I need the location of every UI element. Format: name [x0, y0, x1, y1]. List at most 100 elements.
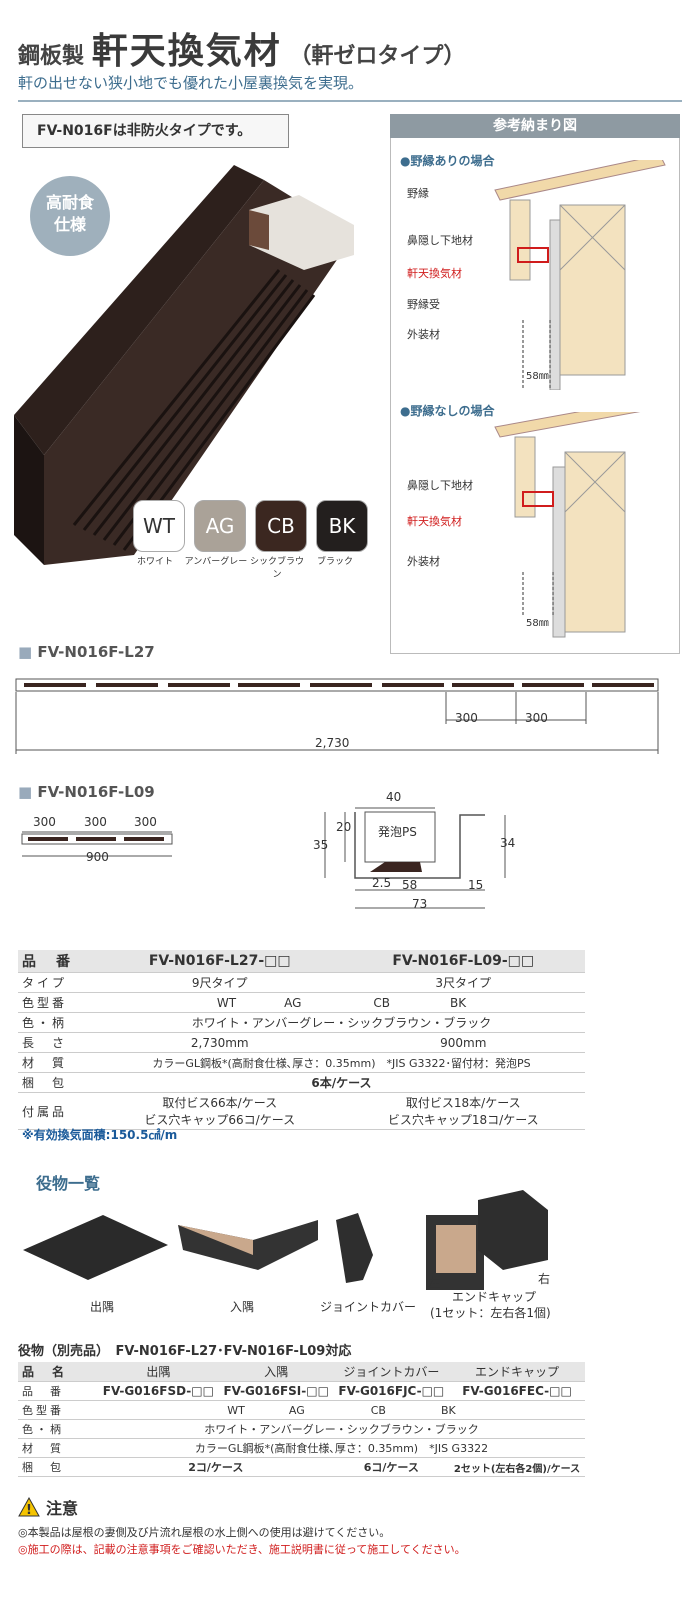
- case1-label-gaiso: 外装材: [407, 328, 440, 341]
- reference-diagram-panel: [390, 114, 680, 654]
- swatch-cb-chip: CB: [255, 500, 307, 552]
- page-subtitle: 軒の出せない狭小地でも優れた小屋裏換気を実現。: [18, 74, 364, 92]
- parts-value: カラーGL鋼板*(高耐食仕様､厚さ：0.35mm) *JIS G3322: [98, 1438, 585, 1458]
- parts-header-names: 品 名 出隅 入隅 ジョイントカバー エンドキャップ: [18, 1362, 585, 1382]
- svg-text:!: !: [26, 1503, 32, 1517]
- parts-header-key: 品 名: [18, 1362, 98, 1382]
- part-label-left: 左: [428, 1276, 441, 1290]
- parts-color-name-row: 色・柄 ホワイト・アンバーグレー・シックブラウン・ブラック: [18, 1419, 585, 1439]
- parts-code-row: 品 番 FV-G016FSD-□□ FV-G016FSI-□□ FV-G016F…: [18, 1381, 585, 1401]
- l09-total: 900: [86, 850, 109, 864]
- parts-header-name: エンドキャップ: [449, 1362, 585, 1382]
- caution-line-2: ◎施工の際は、記載の注意事項をご確認いただき、施工説明書に従って施工してください…: [18, 1543, 466, 1556]
- spec-key: 付属品: [18, 1092, 98, 1130]
- case1-dim-58: 58㎜: [526, 371, 549, 382]
- spec-key: タイプ: [18, 972, 98, 993]
- title-suffix: （軒ゼロタイプ）: [289, 44, 466, 69]
- section-dim-73: 73: [412, 897, 428, 911]
- spec-value: 取付ビス66本/ケース ビス穴キャップ66コ/ケース: [98, 1092, 342, 1130]
- caution-title: 注意: [46, 1499, 79, 1518]
- header-divider: [18, 100, 682, 102]
- spec-key: 色・柄: [18, 1012, 98, 1033]
- section-foam-label: 発泡PS: [378, 825, 417, 839]
- parts-value: WT AG CB BK: [98, 1400, 585, 1420]
- section-dim-15: 15: [468, 878, 484, 892]
- vent-area-note: ※有効換気面積:150.5㎠/m: [22, 1128, 178, 1142]
- parts-key: 材 質: [18, 1438, 98, 1458]
- part-label-endcap: エンドキャップ: [452, 1290, 537, 1304]
- parts-value: 6コ/ケース: [333, 1457, 450, 1477]
- case1-label-hanakakushi: 鼻隠し下地材: [407, 234, 473, 247]
- l27-drawing: [15, 678, 659, 754]
- swatch-label-cb: シックブラウン: [249, 557, 304, 580]
- section-dim-58: 58: [402, 878, 418, 892]
- page-title: 鋼板製 軒天換気材 （軒ゼロタイプ）: [18, 22, 465, 74]
- spec-key: 長 さ: [18, 1032, 98, 1053]
- parts-value: 2セット(左右各2個)/ケース: [449, 1457, 585, 1477]
- parts-material-row: 材 質 カラーGL鋼板*(高耐食仕様､厚さ：0.35mm) *JIS G3322: [18, 1438, 585, 1458]
- section-dim-20: 20: [336, 820, 352, 834]
- parts-header-name: ジョイントカバー: [333, 1362, 450, 1382]
- parts-header-name: 入隅: [218, 1362, 334, 1382]
- l09-label: FV-N016F-L09: [18, 783, 154, 801]
- l27-total: 2,730: [315, 736, 350, 750]
- spec-row-color-name: 色・柄 ホワイト・アンバーグレー・シックブラウン・ブラック: [18, 1012, 585, 1033]
- caution-line-1: ◎本製品は屋根の妻側及び片流れ屋根の水上側への使用は避けてください。: [18, 1526, 391, 1539]
- spec-header-l27: FV-N016F-L27-□□: [98, 950, 342, 973]
- parts-code: FV-G016FJC-□□: [333, 1381, 450, 1401]
- section-dim-34: 34: [500, 836, 516, 850]
- spec-value: 2,730mm: [98, 1032, 342, 1053]
- swatch-label-wt: ホワイト: [136, 557, 173, 567]
- parts-title: 役物一覧: [36, 1174, 101, 1193]
- spec-value: 6本/ケース: [98, 1072, 585, 1093]
- spec-header-l09: FV-N016F-L09-□□: [341, 950, 585, 973]
- caution-header: ! 注意: [18, 1495, 78, 1519]
- product-image: [14, 165, 354, 565]
- spec-header-key: 品 番: [18, 950, 98, 973]
- parts-code-key: 品 番: [18, 1381, 98, 1401]
- spec-row-package: 梱 包 6本/ケース: [18, 1072, 585, 1093]
- case2-label-gaiso: 外装材: [407, 555, 440, 568]
- parts-images: [23, 1190, 548, 1290]
- l09-drawing: [21, 831, 173, 857]
- l09-dim-2: 300: [84, 815, 107, 829]
- title-prefix: 鋼板製: [18, 44, 85, 69]
- spec-value: 9尺タイプ: [98, 972, 342, 993]
- spec-key: 材 質: [18, 1052, 98, 1073]
- swatch-labels: ホワイト アンバーグレー シックブラウン ブラック: [126, 554, 364, 580]
- color-swatches: WT AG CB BK: [133, 500, 370, 552]
- part-label-desumi: 出隅: [90, 1300, 115, 1314]
- spec-key: 梱 包: [18, 1072, 98, 1093]
- spec-row-material: 材 質 カラーGL鋼板*(高耐食仕様､厚さ：0.35mm) *JIS G3322…: [18, 1052, 585, 1073]
- swatch-bk: BK: [316, 500, 370, 552]
- part-label-irisumi: 入隅: [230, 1300, 255, 1314]
- section-dim-40: 40: [386, 790, 402, 804]
- badge-line-2: 仕様: [53, 215, 86, 234]
- warning-icon: !: [18, 1497, 40, 1517]
- l27-dim-b: 300: [525, 711, 548, 725]
- parts-spec-title: 役物（別売品） FV-N016F-L27･FV-N016F-L09対応: [18, 1344, 352, 1359]
- parts-color-code-row: 色型番 WT AG CB BK: [18, 1400, 585, 1420]
- part-endcap-note: (1セット：左右各1個): [430, 1306, 551, 1320]
- swatch-ag-chip: AG: [194, 500, 246, 552]
- spec-value: ホワイト・アンバーグレー・シックブラウン・ブラック: [98, 1012, 585, 1033]
- case2-label-hanakakushi: 鼻隠し下地材: [407, 479, 473, 492]
- swatch-ag: AG: [194, 500, 248, 552]
- parts-key: 梱 包: [18, 1457, 98, 1477]
- title-main: 軒天換気材: [91, 31, 282, 72]
- parts-value: 2コ/ケース: [98, 1457, 334, 1477]
- high-corrosion-badge: 高耐食 仕様: [30, 176, 110, 256]
- reference-diagram-title: 参考納まり図: [390, 114, 680, 138]
- spec-row-color-code: 色型番 WT AG CB BK: [18, 992, 585, 1013]
- section-dim-2-5: 2.5: [372, 876, 392, 890]
- spec-value: カラーGL鋼板*(高耐食仕様､厚さ：0.35mm) *JIS G3322･留付材…: [98, 1052, 585, 1073]
- spec-key: 色型番: [18, 992, 98, 1013]
- case1-diagram: [494, 160, 666, 390]
- part-label-right: 右: [538, 1272, 551, 1286]
- parts-value: ホワイト・アンバーグレー・シックブラウン・ブラック: [98, 1419, 585, 1439]
- case2-title: ●野縁なしの場合: [400, 404, 495, 418]
- l09-dim-3: 300: [134, 815, 157, 829]
- spec-value: 900mm: [341, 1032, 585, 1053]
- swatch-bk-chip: BK: [316, 500, 368, 552]
- badge-line-1: 高耐食: [45, 193, 94, 212]
